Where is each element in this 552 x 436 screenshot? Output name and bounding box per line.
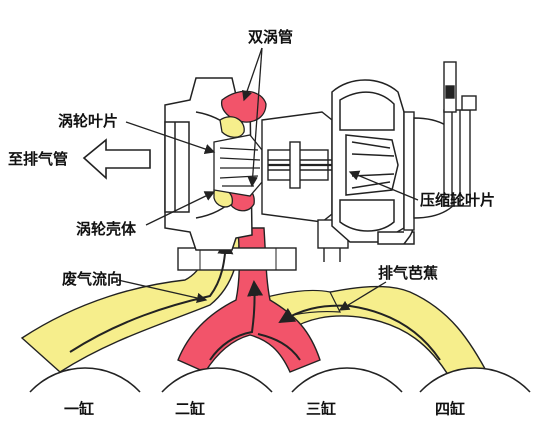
label-to-exhaust-pipe: 至排气管: [8, 150, 69, 168]
label-exhaust-manifold: 排气芭蕉: [378, 264, 439, 282]
label-turbine-housing: 涡轮壳体: [76, 220, 137, 238]
label-compressor-blade: 压缩轮叶片: [420, 191, 496, 209]
label-cylinder-3: 三缸: [306, 400, 337, 418]
manifold-red-runner: [177, 227, 321, 373]
outlet-arrow-icon: [82, 138, 151, 180]
label-cylinder-2: 二缸: [175, 400, 206, 418]
label-twin-scroll: 双涡管: [248, 28, 294, 46]
label-turbine-blade: 涡轮叶片: [58, 112, 119, 130]
label-cylinder-4: 四缸: [435, 400, 466, 418]
label-exhaust-flow: 废气流向: [62, 270, 123, 288]
leader-lines: [117, 47, 419, 311]
cylinder-ports: [29, 367, 531, 393]
compressor-housing: [331, 79, 415, 245]
label-cylinder-1: 一缸: [64, 400, 95, 418]
manifold-flange: [177, 247, 297, 271]
actuator: [403, 61, 477, 231]
